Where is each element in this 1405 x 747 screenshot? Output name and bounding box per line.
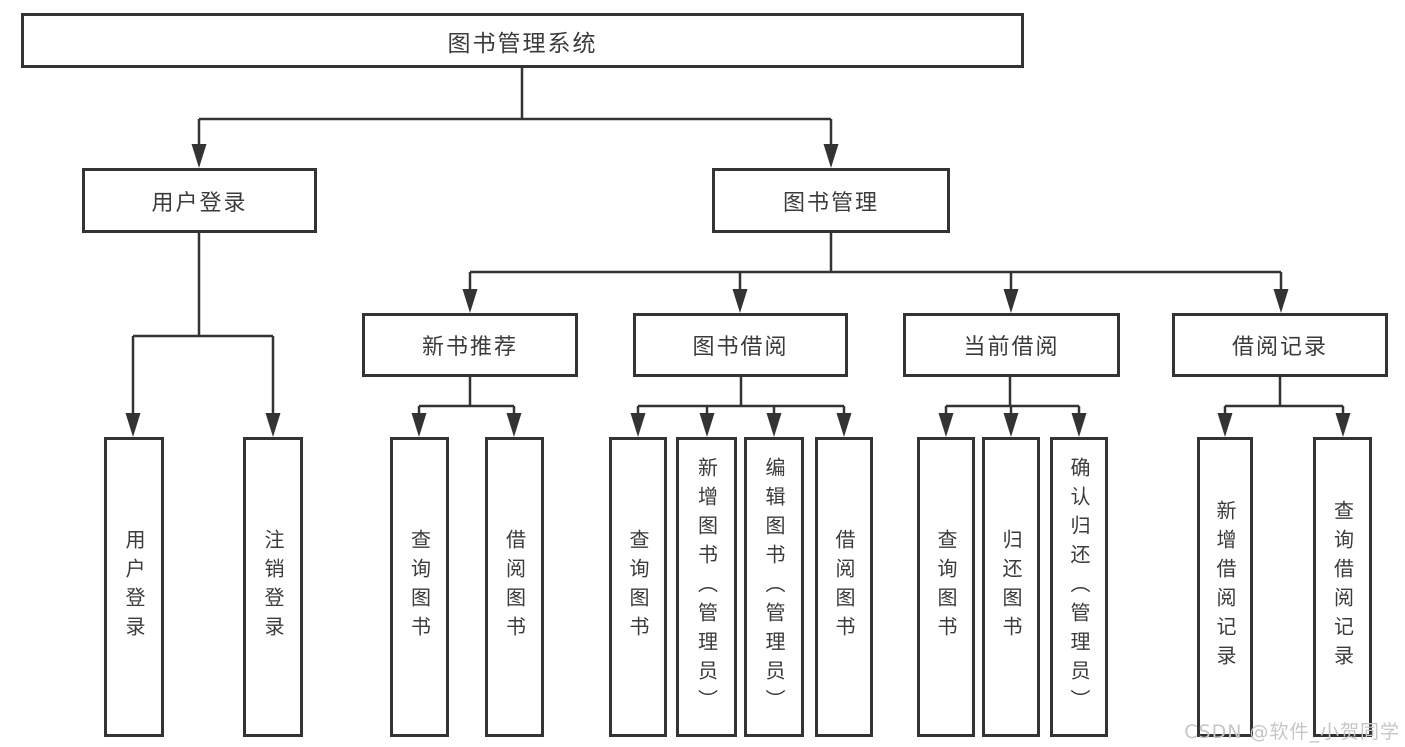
node-root-label: 图书管理系统 [447, 30, 598, 57]
node-borrow-books: 借阅图书 [815, 437, 873, 737]
node-book-management: 图书管理 [712, 168, 950, 233]
watermark: CSDN @软件_小贺同学 [1184, 721, 1400, 743]
node-borrowing-records-label: 借阅记录 [1231, 335, 1328, 360]
node-add-borrow-record-label: 新增借阅记录 [1213, 500, 1237, 674]
node-recommend-query-books-label: 查询图书 [407, 529, 432, 645]
node-logout: 注销登录 [243, 437, 303, 737]
node-return-books: 归还图书 [982, 437, 1040, 737]
node-query-borrow-record: 查询借阅记录 [1313, 437, 1372, 737]
node-login-label: 用户登录 [122, 529, 146, 645]
node-new-book-recommend-label: 新书推荐 [421, 335, 518, 360]
node-current-query-books: 查询图书 [917, 437, 975, 737]
node-current-borrowing: 当前借阅 [903, 313, 1120, 377]
node-confirm-return-admin-label: 确认归还（管理员） [1067, 456, 1091, 718]
node-root: 图书管理系统 [21, 13, 1024, 68]
node-borrowing-records: 借阅记录 [1172, 313, 1388, 377]
node-recommend-query-books: 查询图书 [390, 437, 449, 737]
node-user-login: 用户登录 [82, 168, 317, 233]
node-book-borrowing: 图书借阅 [633, 313, 848, 377]
node-add-borrow-record: 新增借阅记录 [1197, 437, 1253, 737]
node-logout-label: 注销登录 [261, 529, 285, 645]
node-add-books-admin: 新增图书（管理员） [676, 437, 737, 737]
node-recommend-borrow-books-label: 借阅图书 [502, 529, 527, 645]
node-login: 用户登录 [104, 437, 164, 737]
node-borrowing-query-books: 查询图书 [609, 437, 667, 737]
node-confirm-return-admin: 确认归还（管理员） [1050, 437, 1108, 737]
node-query-borrow-record-label: 查询借阅记录 [1330, 500, 1355, 674]
node-book-management-label: 图书管理 [782, 190, 879, 216]
node-current-query-books-label: 查询图书 [934, 529, 958, 645]
node-edit-books-admin: 编辑图书（管理员） [744, 437, 804, 737]
node-return-books-label: 归还图书 [999, 529, 1023, 645]
node-new-book-recommend: 新书推荐 [362, 313, 578, 377]
node-recommend-borrow-books: 借阅图书 [485, 437, 544, 737]
node-current-borrowing-label: 当前借阅 [963, 335, 1060, 360]
node-add-books-admin-label: 新增图书（管理员） [694, 456, 719, 718]
node-borrowing-query-books-label: 查询图书 [626, 529, 650, 645]
node-borrow-books-label: 借阅图书 [832, 529, 856, 645]
node-user-login-label: 用户登录 [151, 190, 248, 216]
node-book-borrowing-label: 图书借阅 [692, 335, 789, 360]
node-edit-books-admin-label: 编辑图书（管理员） [762, 456, 786, 718]
